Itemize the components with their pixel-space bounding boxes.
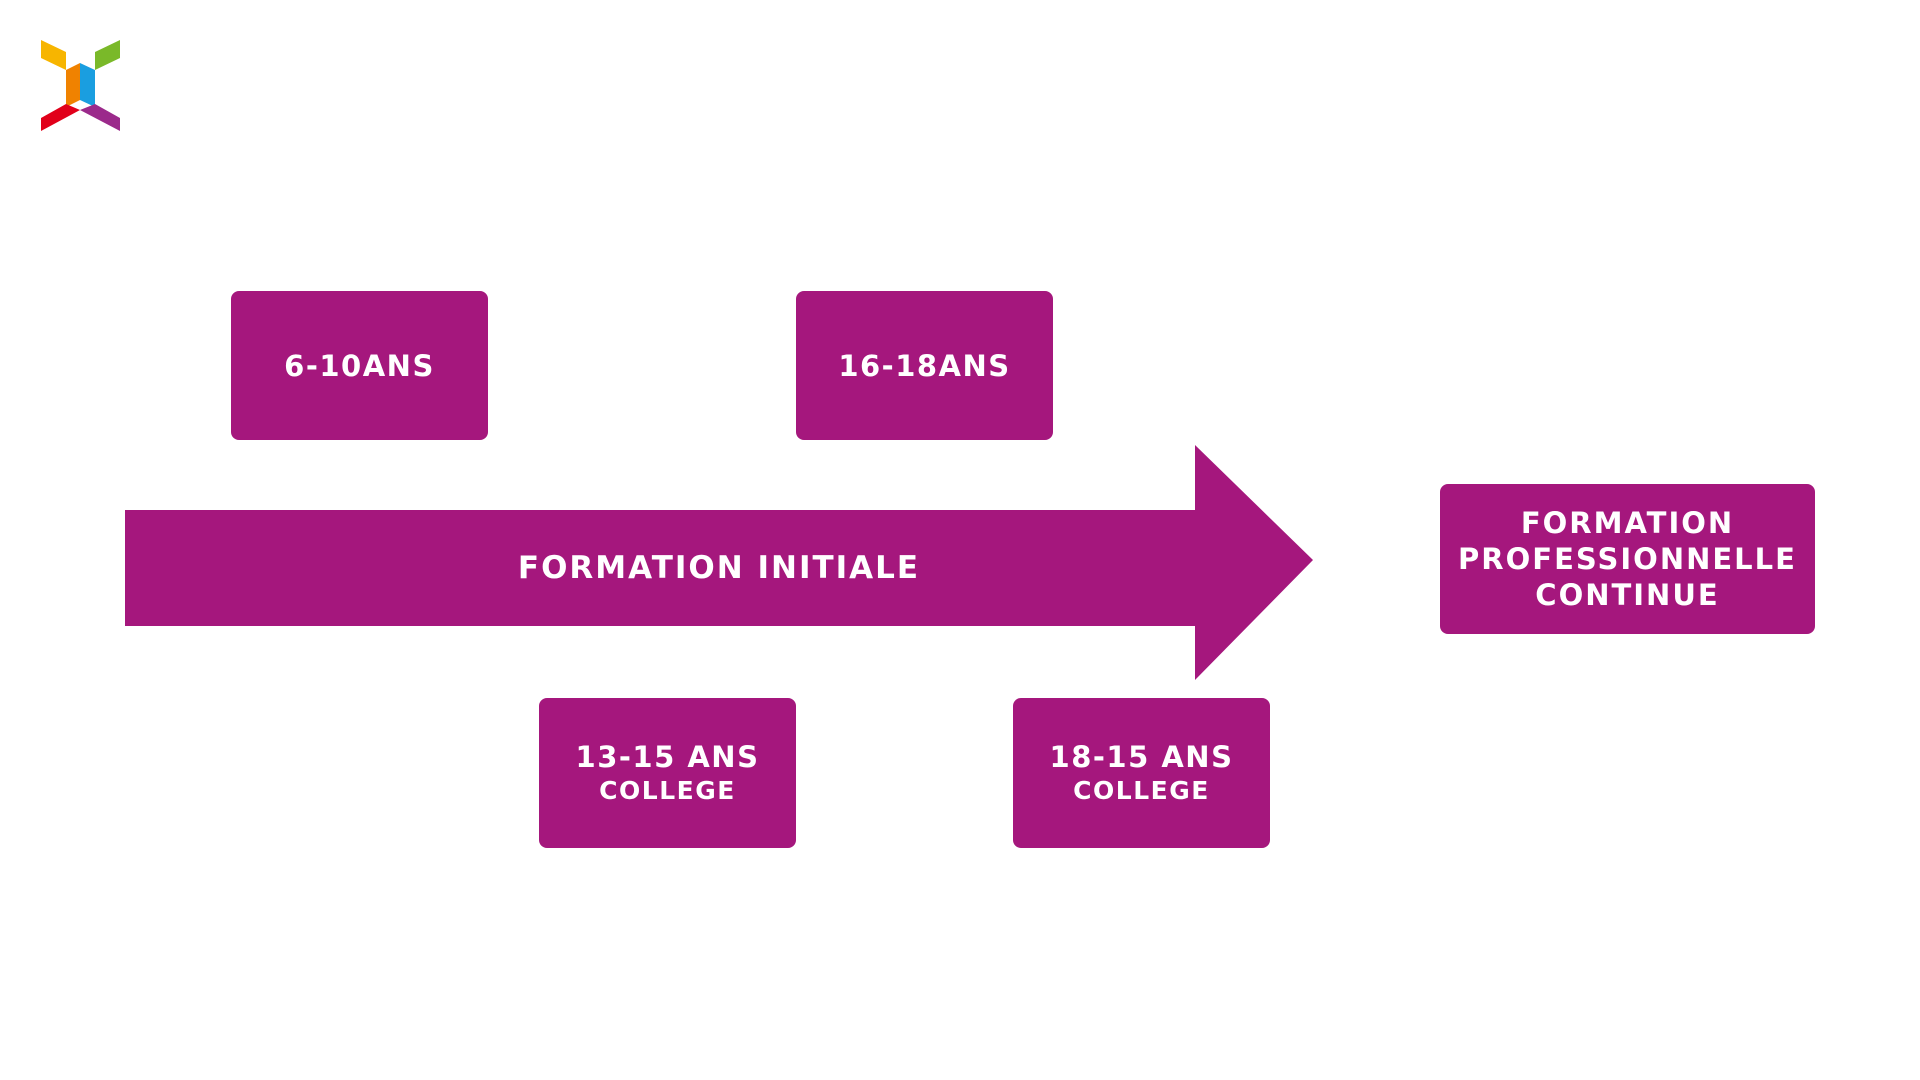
continuing-training-box: FORMATION PROFESSIONNELLE CONTINUE xyxy=(1440,484,1815,634)
brand-logo xyxy=(41,40,120,131)
age-box-18-15-sublabel: COLLEGE xyxy=(1073,776,1210,805)
logo-orange-segment xyxy=(66,63,80,107)
arrow-label: FORMATION INITIALE xyxy=(517,550,921,586)
continuing-training-line-3: CONTINUE xyxy=(1535,578,1720,612)
logo-blue-segment xyxy=(80,63,95,107)
age-box-6-10: 6-10ANS xyxy=(231,291,488,440)
age-box-13-15: 13-15 ANS COLLEGE xyxy=(539,698,796,848)
continuing-training-line-2: PROFESSIONNELLE xyxy=(1458,542,1797,576)
age-box-16-18-label: 16-18ANS xyxy=(838,348,1011,383)
logo-red-segment xyxy=(41,104,80,131)
logo-yellow-segment xyxy=(41,40,66,70)
age-box-13-15-label: 13-15 ANS xyxy=(575,740,760,774)
age-box-16-18: 16-18ANS xyxy=(796,291,1053,440)
age-box-6-10-label: 6-10ANS xyxy=(284,348,435,383)
continuing-training-line-1: FORMATION xyxy=(1520,506,1735,540)
logo-green-segment xyxy=(95,40,120,70)
logo-purple-segment xyxy=(80,104,120,131)
age-box-13-15-sublabel: COLLEGE xyxy=(599,776,736,805)
age-box-18-15: 18-15 ANS COLLEGE xyxy=(1013,698,1270,848)
age-box-18-15-label: 18-15 ANS xyxy=(1049,740,1234,774)
arrow-shape xyxy=(125,445,1313,680)
